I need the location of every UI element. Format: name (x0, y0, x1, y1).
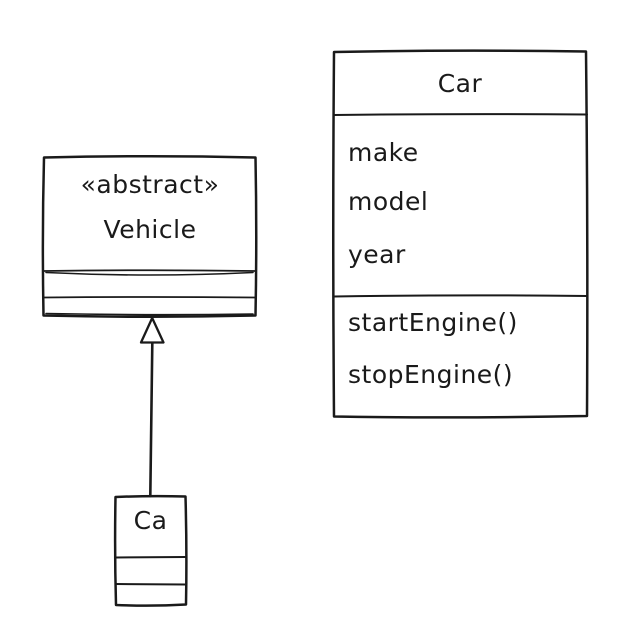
car-attribute-year: year (348, 240, 406, 269)
car-method-start-engine: startEngine() (348, 308, 518, 337)
car-title-divider (333, 113, 588, 116)
vehicle-class-border (41, 155, 258, 318)
car-class-title: Car (437, 69, 483, 98)
vehicle-bottom-sketch (45, 312, 254, 316)
vehicle-stereotype: «abstract» (80, 170, 220, 199)
partial-car-divider-2 (114, 583, 187, 586)
vehicle-title-divider (43, 269, 256, 272)
car-attribute-make: make (348, 138, 419, 167)
car-attribute-model: model (348, 187, 429, 216)
inheritance-hollow-triangle-arrowhead (139, 316, 165, 344)
car-method-stop-engine: stopEngine() (348, 360, 514, 389)
vehicle-class-title: Vehicle (103, 215, 197, 244)
partial-car-divider-1 (114, 556, 187, 559)
vehicle-title-divider-sketch (45, 271, 254, 276)
partial-car-border (113, 494, 188, 607)
car-class-border (332, 49, 589, 419)
inheritance-edge-line (149, 342, 154, 498)
partial-car-title: Ca (133, 506, 168, 535)
vehicle-compartment-divider (43, 296, 256, 299)
car-methods-divider (333, 294, 588, 298)
